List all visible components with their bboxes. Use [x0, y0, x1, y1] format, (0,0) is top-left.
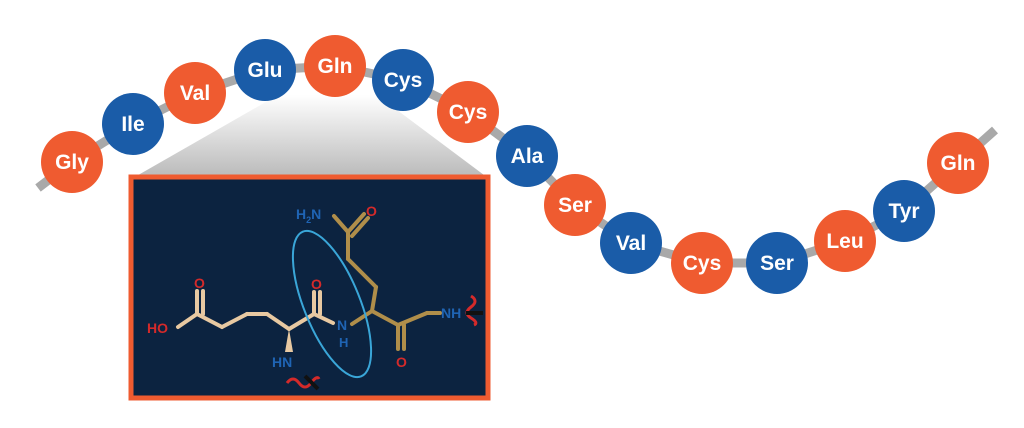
residue-tyr-14: Tyr — [873, 180, 935, 242]
residue-label: Val — [616, 232, 646, 255]
residue-bead — [496, 125, 558, 187]
residue-val-10: Val — [600, 212, 662, 274]
residue-bead — [102, 93, 164, 155]
residue-label: Cys — [683, 252, 722, 275]
residue-label: Cys — [384, 69, 423, 92]
residue-bead — [437, 81, 499, 143]
residue-ser-9: Ser — [544, 174, 606, 236]
residue-label: Ser — [558, 194, 592, 217]
residue-bead — [234, 39, 296, 101]
residue-cys-6: Cys — [372, 49, 434, 111]
residue-ala-8: Ala — [496, 125, 558, 187]
residue-label: Ala — [511, 145, 544, 168]
residue-gly-1: Gly — [41, 131, 103, 193]
inset-panel — [128, 174, 491, 401]
residue-label: Tyr — [888, 200, 919, 223]
residue-bead — [304, 35, 366, 97]
residue-bead — [41, 131, 103, 193]
atom-h-amide: H — [339, 335, 348, 350]
residue-bead — [544, 174, 606, 236]
squiggle-left-stub — [303, 374, 320, 391]
atom-ho: HO — [147, 320, 168, 336]
residue-bead — [372, 49, 434, 111]
residue-label: Gly — [55, 151, 89, 174]
residue-bead — [814, 210, 876, 272]
peptide-bond-highlight — [291, 229, 373, 379]
atom-h2n: H2N — [296, 206, 321, 225]
residue-gln-5: Gln — [304, 35, 366, 97]
residue-ser-12: Ser — [746, 232, 808, 294]
residue-label: Glu — [248, 59, 283, 82]
residue-label: Gln — [941, 152, 976, 175]
residue-label: Leu — [826, 230, 863, 253]
glutamine-bonds — [332, 212, 442, 351]
residue-label: Ile — [121, 113, 144, 136]
residue-bead — [671, 232, 733, 294]
glutamate-bonds — [176, 289, 335, 331]
residue-bead — [164, 62, 226, 124]
residue-bead — [746, 232, 808, 294]
residue-ile-2: Ile — [102, 93, 164, 155]
atom-o-acid: O — [194, 275, 205, 291]
atom-o-glu-carbonyl: O — [311, 276, 322, 292]
residue-bead — [600, 212, 662, 274]
atom-n-amide: N — [337, 317, 347, 333]
residue-label: Val — [180, 82, 210, 105]
residue-label: Gln — [318, 55, 353, 78]
zoom-funnel — [133, 95, 488, 178]
atom-o-gln-carbonyl: O — [396, 354, 407, 370]
atom-hn: HN — [272, 354, 292, 370]
structure-inset: HO O O HN N H H2N O O NH — [128, 174, 491, 401]
residue-leu-13: Leu — [814, 210, 876, 272]
atom-nh-right: NH — [441, 305, 461, 321]
glutamate-wedge-bond — [285, 329, 293, 352]
squiggle-left — [285, 376, 321, 389]
residue-gln-15: Gln — [927, 132, 989, 194]
residue-val-3: Val — [164, 62, 226, 124]
atom-o-side: O — [366, 203, 377, 219]
residue-glu-4: Glu — [234, 39, 296, 101]
residue-cys-11: Cys — [671, 232, 733, 294]
residue-label: Cys — [449, 101, 488, 124]
residue-cys-7: Cys — [437, 81, 499, 143]
residue-label: Ser — [760, 252, 794, 275]
residue-bead — [927, 132, 989, 194]
residue-bead — [873, 180, 935, 242]
